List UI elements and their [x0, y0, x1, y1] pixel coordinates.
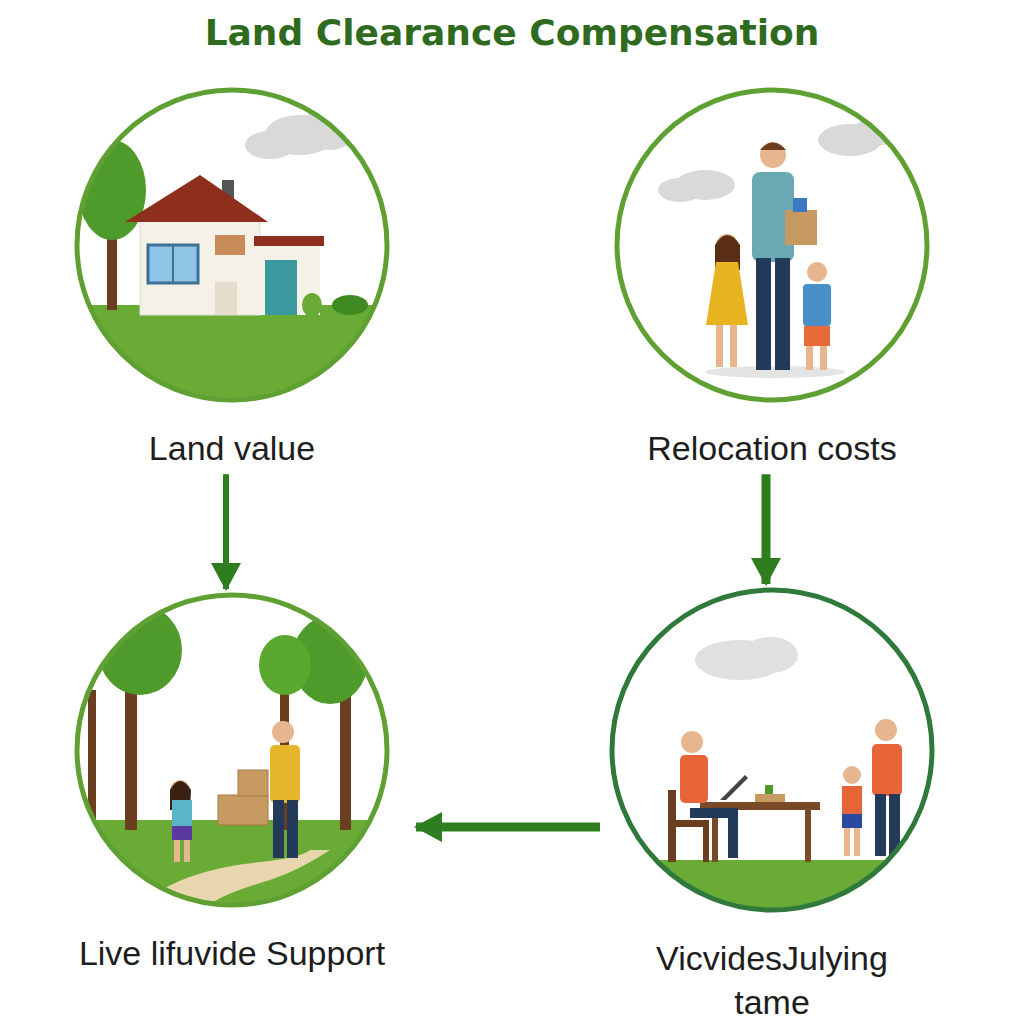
node-label: VicvidesJulying tame — [622, 936, 922, 1024]
circle-outline — [73, 591, 391, 909]
node-label: Live lifuvide Support — [79, 931, 385, 975]
flow-arrow — [223, 474, 229, 589]
circle-outline — [73, 86, 391, 404]
flow-arrow — [762, 474, 771, 584]
circle-outline — [613, 86, 931, 404]
family-scene — [658, 118, 897, 378]
node-label: Relocation costs — [647, 426, 896, 470]
circle-node: Relocation costs — [613, 86, 931, 470]
circle-node: Land value — [73, 86, 391, 470]
circle-outline — [608, 586, 936, 914]
node-label: Land value — [149, 426, 315, 470]
work-scene — [610, 637, 940, 920]
house-scene — [70, 90, 400, 425]
circle-node: VicvidesJulying tame — [608, 586, 936, 1024]
flow-arrow — [416, 823, 600, 832]
diagram-title: Land Clearance Compensation — [0, 12, 1024, 53]
circle-node: Live lifuvide Support — [73, 591, 391, 975]
